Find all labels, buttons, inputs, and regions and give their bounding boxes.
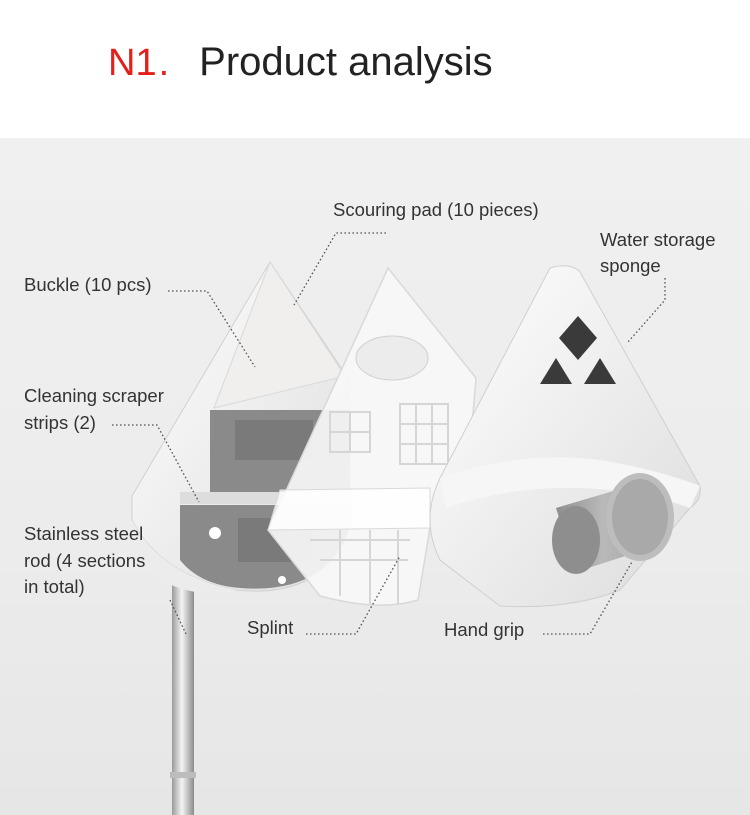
section-number: N1: [108, 42, 157, 84]
product-illustration: [112, 232, 701, 815]
label-scraper-line1: Cleaning scraper: [24, 385, 164, 406]
label-hand-grip: Hand grip: [444, 619, 525, 640]
section-separator: .: [158, 42, 170, 84]
label-scouring-pad: Scouring pad (10 pieces): [333, 199, 539, 220]
leader-lines: [112, 232, 666, 635]
sponge-vent-icon: [559, 316, 597, 360]
label-rod-line3: in total): [24, 576, 85, 597]
label-rod-line2: rod (4 sections: [24, 550, 146, 571]
header: N1 . Product analysis: [0, 0, 750, 138]
label-buckle: Buckle (10 pcs): [24, 274, 152, 295]
right-cleaning-unit: [429, 265, 701, 608]
label-water-storage-line2: sponge: [600, 255, 661, 276]
page-title: N1 . Product analysis: [108, 40, 493, 100]
section-title: Product analysis: [199, 40, 493, 84]
product-stage: Scouring pad (10 pieces) Water storage s…: [0, 138, 750, 815]
label-scraper-line2: strips (2): [24, 412, 96, 433]
sponge-vent-icon: [540, 358, 572, 384]
stainless-steel-rod: [170, 560, 196, 815]
sponge-vent-icon: [584, 358, 616, 384]
label-splint: Splint: [247, 617, 294, 638]
hand-grip-knob: [552, 473, 674, 574]
label-water-storage-line1: Water storage: [600, 229, 716, 250]
splint: [267, 266, 477, 606]
label-rod-line1: Stainless steel: [24, 523, 144, 544]
